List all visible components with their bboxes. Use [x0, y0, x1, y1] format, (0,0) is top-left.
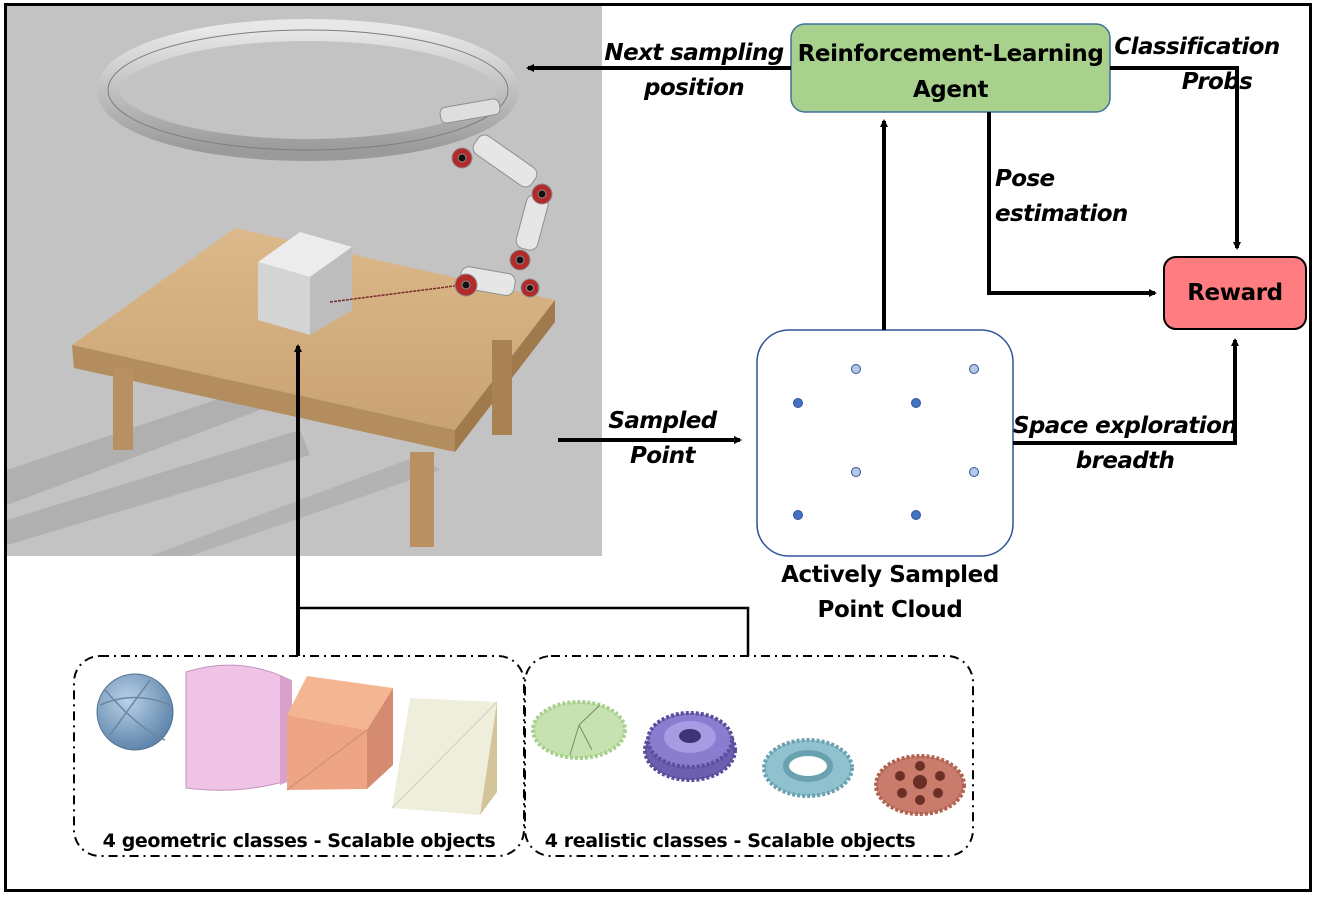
realistic-group-box: [524, 655, 974, 857]
gear-teal: [762, 738, 854, 798]
arrow-classification: [1110, 66, 1241, 250]
point-cloud-box[interactable]: [756, 329, 1014, 557]
next-sampling-line1: Next sampling: [604, 40, 784, 66]
sampled-point-line2: Point: [630, 443, 696, 469]
pose-line2: estimation: [995, 201, 1128, 227]
simulation-scene: [7, 6, 602, 556]
figure-frame: [4, 3, 1312, 892]
label-classification: Classification Probs: [1112, 30, 1282, 100]
wedge-object: [391, 698, 498, 815]
sampled-point-dark: [793, 510, 803, 520]
point-cloud-caption: Actively Sampled Point Cloud: [757, 558, 1023, 628]
classification-line2: Probs: [1181, 69, 1253, 95]
sampled-point-dark: [793, 398, 803, 408]
reward-label: Reward: [1187, 280, 1283, 306]
sampled-point-light: [969, 467, 979, 477]
sampled-point-dark: [911, 510, 921, 520]
cylinder-segment-object: [185, 664, 292, 791]
sampled-point-light: [851, 467, 861, 477]
point-cloud-points: [793, 364, 979, 520]
agent-label-line2: Agent: [912, 77, 989, 103]
point-cloud-caption-line1: Actively Sampled: [781, 562, 999, 588]
space-line2: breadth: [1075, 448, 1175, 474]
label-space-exploration: Space exploration breadth: [1012, 409, 1238, 479]
pose-line1: Pose: [995, 166, 1055, 192]
agent-label-line1: Reinforcement-Learning: [797, 41, 1104, 67]
arrow-space-exploration: [1013, 338, 1239, 445]
gear-red: [874, 754, 966, 816]
geometric-caption: 4 geometric classes - Scalable objects: [102, 830, 496, 852]
sampled-point-line1: Sampled: [608, 408, 717, 434]
target-cube: [258, 232, 352, 335]
arrow-pose: [987, 112, 1157, 297]
label-sampled-point: Sampled Point: [600, 404, 725, 474]
label-next-sampling: Next sampling position: [598, 36, 790, 106]
sampled-point-dark: [911, 398, 921, 408]
agent-label: Reinforcement-Learning Agent: [791, 36, 1110, 108]
sphere-object: [96, 673, 174, 751]
geometric-objects: [96, 664, 498, 815]
gear-purple: [643, 711, 737, 782]
circular-rail: [97, 19, 519, 161]
sampled-point-light: [969, 364, 979, 374]
label-pose: Pose estimation: [995, 162, 1128, 232]
reward-box[interactable]: [1163, 256, 1307, 330]
realistic-caption: 4 realistic classes - Scalable objects: [544, 830, 916, 852]
robot-arm: [439, 98, 553, 298]
realistic-objects: [531, 700, 966, 816]
classification-line1: Classification: [1114, 34, 1280, 60]
point-cloud-caption-line2: Point Cloud: [817, 597, 963, 623]
cube-object: [286, 676, 393, 791]
sampled-point-light: [851, 364, 861, 374]
next-sampling-line2: position: [643, 75, 745, 101]
gear-green: [531, 700, 627, 760]
sensor-ray: [329, 284, 463, 303]
space-line1: Space exploration: [1012, 413, 1238, 439]
connector-objects: [298, 606, 750, 656]
